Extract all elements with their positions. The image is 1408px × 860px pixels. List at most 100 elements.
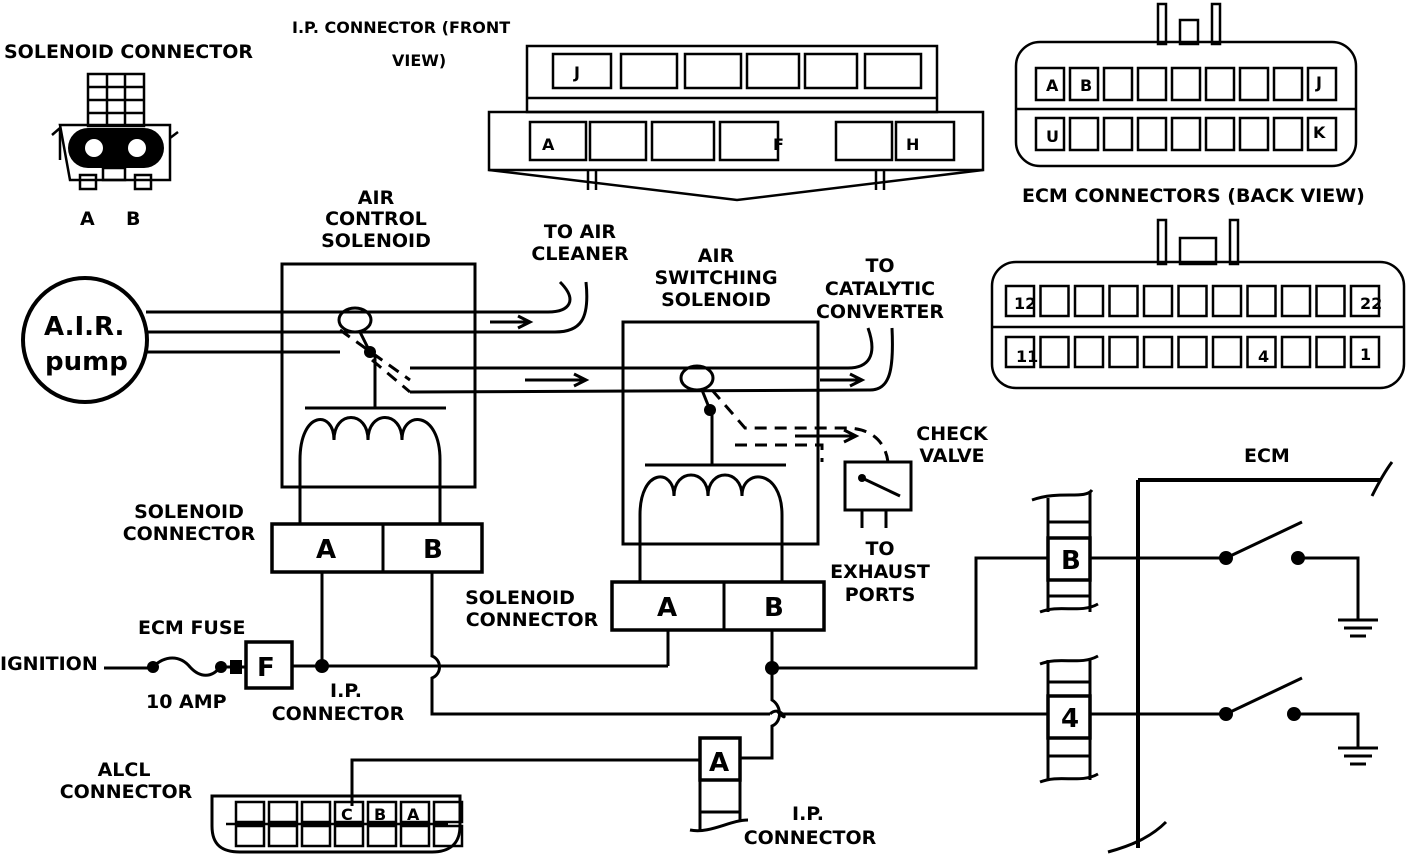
ignition-label: IGNITION	[0, 653, 98, 675]
solenoid-connector-top-label: SOLENOID CONNECTOR	[4, 41, 253, 63]
alcl-pin-c-label: C	[341, 805, 353, 824]
ecm-top-pin-cell	[1204, 66, 1236, 102]
ecm-bottom-pin-cell	[1280, 284, 1312, 318]
air-control-solenoid-label-3: SOLENOID	[321, 230, 431, 252]
alcl-pin-cell	[366, 824, 398, 848]
ip-pin-j-label: J	[573, 63, 580, 82]
ecm-top-pin-cell	[1102, 116, 1134, 152]
alcl-pin-cell	[399, 800, 431, 824]
alcl-pin-a-label: A	[407, 805, 420, 824]
ecm-bottom-pin-cell	[1108, 335, 1139, 369]
ecm-bottom-pin-cell	[1315, 335, 1346, 369]
ecm-top-pin-cell	[1272, 116, 1304, 152]
alcl-pin-cell	[333, 824, 365, 848]
solenoid-connector-illustration: SOLENOID CONNECTOR A B	[4, 41, 253, 230]
alcl-pin-b-label: B	[374, 805, 386, 824]
fuse-rating-label: 10 AMP	[146, 691, 227, 713]
ecm-top-pin-cell	[1068, 66, 1100, 102]
ecm-top-pin-cell	[1238, 66, 1270, 102]
ecm-top-pin-cell	[1034, 66, 1066, 102]
alcl-pin-cell	[300, 824, 332, 848]
air-control-solenoid-label-1: AIR	[358, 187, 395, 209]
ecm-bottom-pin-cell	[1142, 335, 1174, 369]
ecm-bottom-pin-cell	[1246, 335, 1277, 369]
air-control-solenoid: AIR CONTROL SOLENOID A B SOLENOID CONNEC…	[123, 187, 484, 574]
ip-connector-bottom-label-2: CONNECTOR	[744, 827, 877, 849]
ecm-top-pin-cell	[1272, 66, 1304, 102]
ecm-bottom-pin-22-label: 22	[1360, 294, 1382, 313]
alcl-connector: ALCL CONNECTOR C B A	[60, 759, 464, 854]
solenoid-connector-left-label-2: CONNECTOR	[123, 523, 256, 545]
ecm-bottom-pin-1-label: 1	[1360, 345, 1371, 364]
ecm-bottom-pin-12-label: 12	[1014, 294, 1036, 313]
alcl-connector-label-2: CONNECTOR	[60, 781, 193, 803]
alcl-pin-cell	[366, 800, 398, 824]
ecm-top-pin-cell	[1306, 116, 1338, 152]
to-catalytic-label-1: TO	[865, 255, 894, 277]
alcl-pin-cell	[300, 800, 332, 824]
alcl-pin-cell	[234, 800, 266, 824]
alcl-pin-cell	[333, 800, 365, 824]
ecm-top-pin-a-label: A	[1046, 76, 1059, 95]
ip-pin-f-label: F	[773, 135, 784, 154]
alcl-pin-cell	[267, 824, 299, 848]
ecm-connectors-label: ECM CONNECTORS (BACK VIEW)	[1022, 185, 1365, 207]
ecm-bottom-pin-cell	[1142, 284, 1174, 318]
ecm-top-pin-cell	[1170, 66, 1202, 102]
alcl-pin-cell	[234, 824, 266, 848]
to-air-cleaner-label-2: CLEANER	[531, 243, 629, 265]
ip-connector-mid-label-2: CONNECTOR	[272, 703, 405, 725]
connector2-pin-a: A	[657, 593, 677, 623]
ecm-bottom-pin-cell	[1349, 335, 1381, 369]
ecm-pin-b-label: B	[1061, 546, 1081, 576]
ecm-top-pin-cell	[1306, 66, 1338, 102]
ecm-top-pin-cell	[1170, 116, 1202, 152]
ecm-bottom-pin-cell	[1211, 284, 1243, 318]
ecm-top-pin-cell	[1034, 116, 1066, 152]
ecm-bottom-pin-cell	[1211, 335, 1243, 369]
ecm-bottom-pin-cell	[1349, 284, 1381, 318]
ecm-bottom-pin-cell	[1177, 335, 1208, 369]
ip-connector-front-label-line2: VIEW)	[392, 51, 446, 70]
check-valve: CHECK VALVE TO EXHAUST PORTS	[830, 423, 989, 606]
ecm-top-pin-b-label: B	[1080, 76, 1092, 95]
connector2-pin-b: B	[764, 593, 784, 623]
alcl-pin-cell	[432, 800, 464, 824]
ecm-top-pin-k-label: K	[1313, 123, 1326, 142]
ecm-top-pin-cell	[1068, 116, 1100, 152]
air-switching-solenoid: AIR SWITCHING SOLENOID A B SOLENOID CONN…	[465, 245, 826, 632]
alcl-pin-cell	[267, 800, 299, 824]
alcl-connector-label-1: ALCL	[98, 759, 151, 781]
ecm-connectors-back-view: A B J U K ECM CONNECTORS (BACK VIEW) 12 …	[990, 2, 1406, 390]
air-switching-solenoid-label-2: SWITCHING	[654, 267, 777, 289]
alcl-pin-cell	[432, 824, 464, 848]
air-switching-solenoid-label-1: AIR	[698, 245, 735, 267]
connector1-pin-a: A	[316, 535, 336, 565]
ecm-module: ECM B 4	[1031, 445, 1394, 854]
ecm-top-pin-j-label: J	[1315, 73, 1322, 92]
ip-connector-bottom-label-1: I.P.	[792, 803, 824, 825]
ecm-bottom-pin-cell	[1280, 335, 1312, 369]
ecm-bottom-pin-4-label: 4	[1258, 347, 1269, 366]
ecm-bottom-pin-cell	[1246, 284, 1277, 318]
wiring: IGNITION F ECM FUSE 10 AMP I.P. CONNECTO…	[0, 556, 1048, 849]
to-air-cleaner-label-1: TO AIR	[544, 221, 617, 243]
connector1-pin-b: B	[423, 535, 443, 565]
ecm-top-pin-cell	[1238, 116, 1270, 152]
check-valve-label-1: CHECK	[916, 423, 989, 445]
fuse-f-label: F	[257, 653, 275, 683]
to-catalytic-label-2: CATALYTIC	[825, 278, 935, 300]
alcl-pin-cell	[399, 824, 431, 848]
ecm-bottom-pin-cell	[1073, 335, 1105, 369]
air-pump-label-line2: pump	[45, 347, 128, 377]
ecm-top-pin-cell	[1136, 66, 1168, 102]
solenoid-connector-mid-label-1: SOLENOID	[465, 587, 575, 609]
ecm-label: ECM	[1244, 445, 1290, 467]
ip-connector-a-label: A	[709, 748, 729, 778]
air-pump-label-line1: A.I.R.	[44, 312, 124, 342]
ecm-pin-4-label: 4	[1061, 704, 1079, 734]
solenoid-pin-a-label: A	[80, 208, 95, 230]
ecm-bottom-pin-cell	[1108, 284, 1139, 318]
to-catalytic-label-3: CONVERTER	[816, 301, 944, 323]
